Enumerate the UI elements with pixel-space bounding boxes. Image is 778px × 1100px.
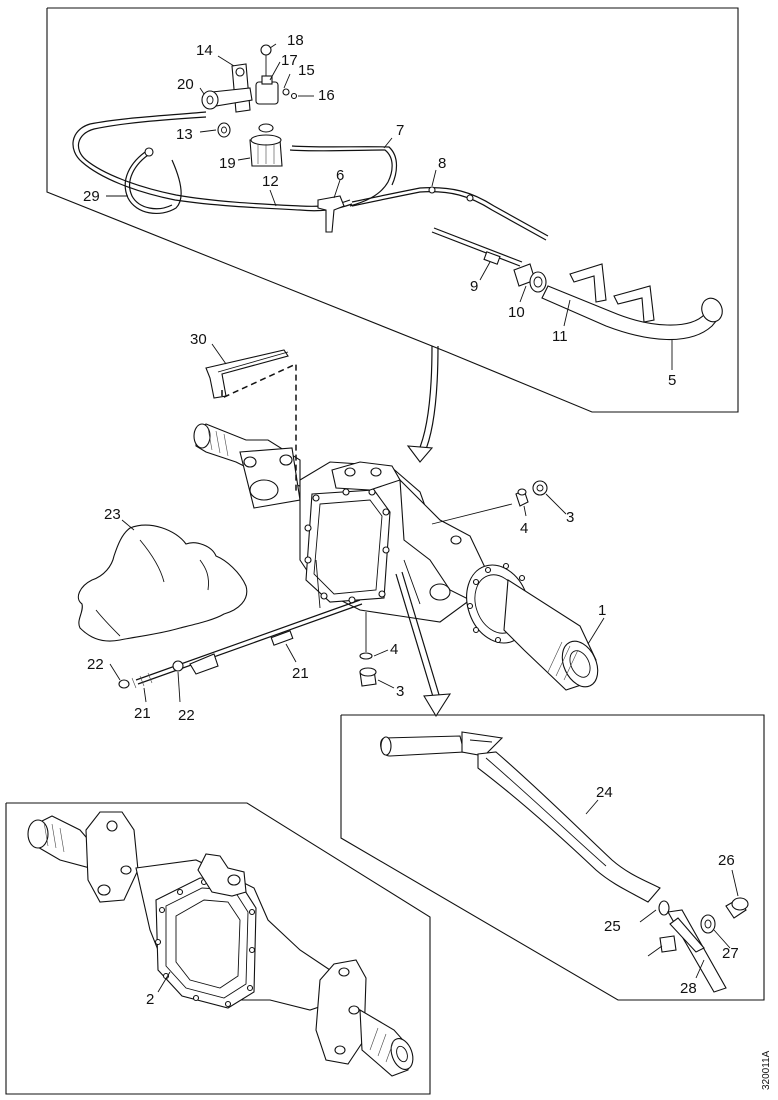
callout-12: 12 [262, 173, 279, 190]
callout-3-right: 3 [566, 509, 574, 526]
callout-arrow-bottom [395, 571, 452, 718]
callout-21-right: 21 [292, 665, 309, 682]
callout-4-bottom: 4 [390, 641, 398, 658]
sensor-harness-assembly [72, 43, 723, 370]
detail-frame-top [46, 7, 739, 413]
callout-16: 16 [318, 87, 335, 104]
callout-11: 11 [552, 328, 568, 345]
callout-4-right: 4 [520, 520, 528, 537]
callout-21-left: 21 [134, 705, 151, 722]
callout-30: 30 [190, 331, 207, 348]
callout-1: 1 [598, 602, 606, 619]
callout-28: 28 [680, 980, 697, 997]
leader-1 [587, 617, 605, 645]
callout-labels: 14 18 17 15 20 16 13 19 7 8 29 12 6 9 10… [83, 32, 772, 1090]
rod-21-22 [109, 599, 363, 703]
callout-22-right: 22 [178, 707, 195, 724]
callout-3-bottom: 3 [396, 683, 404, 700]
detail-frame-bottom-right [340, 714, 765, 1001]
callout-17: 17 [281, 52, 298, 69]
bracket-30 [205, 343, 297, 494]
callout-13: 13 [176, 126, 193, 143]
breather-pipe-detail [380, 731, 749, 993]
callout-5: 5 [668, 372, 676, 389]
callout-23: 23 [104, 506, 121, 523]
callout-9: 9 [470, 278, 478, 295]
callout-18: 18 [287, 32, 304, 49]
callout-26: 26 [718, 852, 735, 869]
callout-19: 19 [219, 155, 236, 172]
callout-20: 20 [177, 76, 194, 93]
callout-8: 8 [438, 155, 446, 172]
callout-6: 6 [336, 167, 344, 184]
bolt-3-4-right [431, 480, 567, 525]
callout-14: 14 [196, 42, 213, 59]
bolt-3-4-bottom [359, 612, 395, 689]
detail-frame-bottom-left [5, 802, 431, 1095]
figure-code: 320011A [761, 1050, 772, 1090]
callout-29: 29 [83, 188, 100, 205]
rear-axle-housing-main [193, 423, 599, 691]
callout-7: 7 [396, 122, 404, 139]
callout-24: 24 [596, 784, 613, 801]
callout-25: 25 [604, 918, 621, 935]
cover-23 [77, 519, 248, 642]
rear-axle-housing-alt [27, 811, 414, 1077]
callout-22-left: 22 [87, 656, 104, 673]
callout-arrow-top [406, 345, 439, 463]
callout-2: 2 [146, 991, 154, 1008]
callout-27: 27 [722, 945, 739, 962]
callout-15: 15 [298, 62, 315, 79]
callout-10: 10 [508, 304, 525, 321]
